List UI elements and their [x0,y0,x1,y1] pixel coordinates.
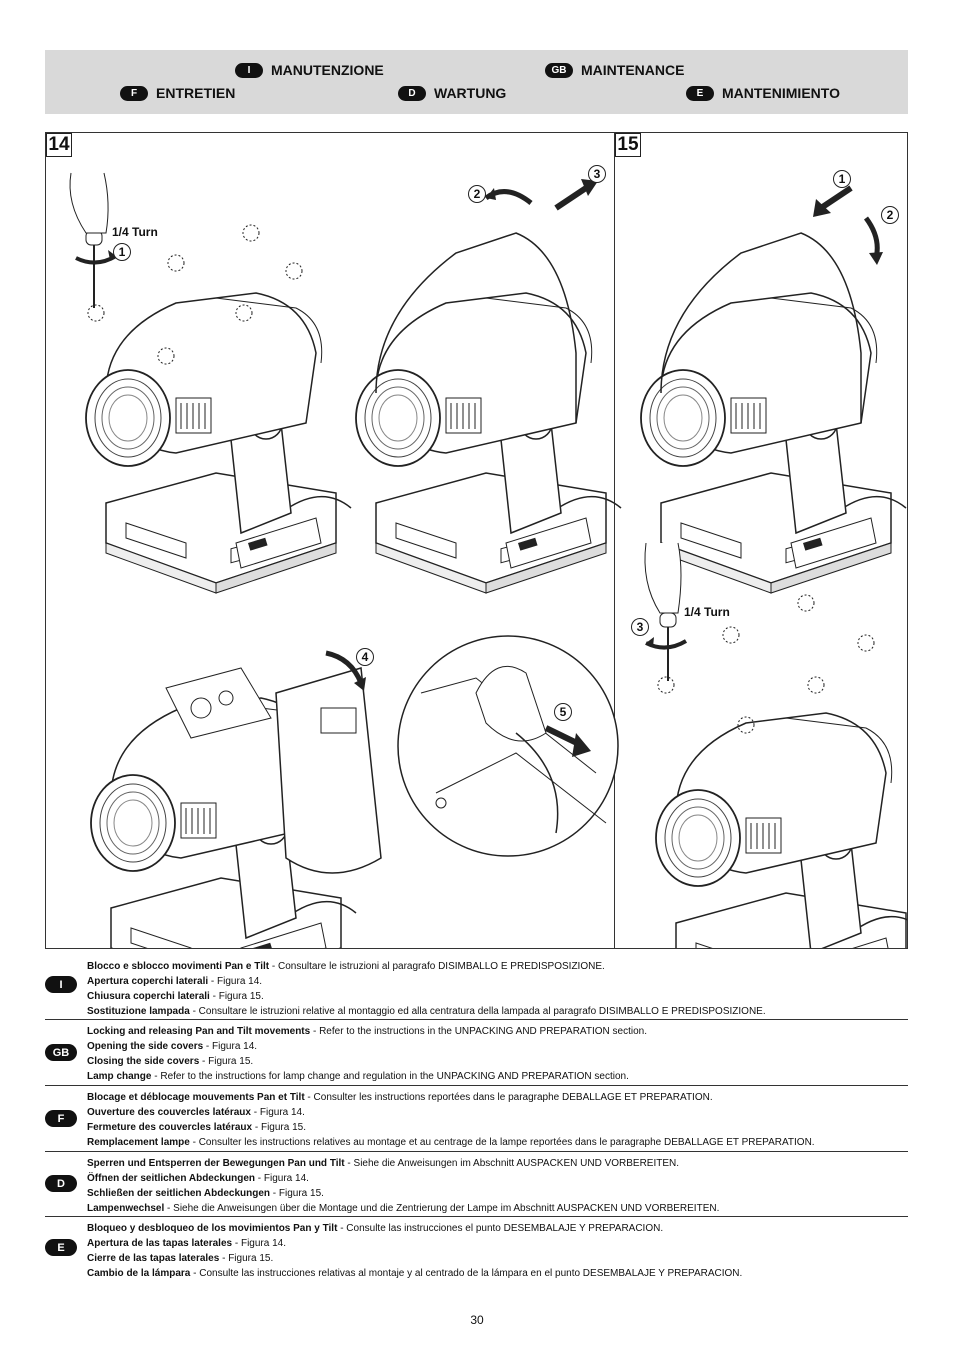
fig15-step-2: 2 [881,206,899,224]
section-lines-de: Sperren und Entsperren der Bewegungen Pa… [87,1156,719,1216]
section-line: Remplacement lampe - Consulter les instr… [87,1137,815,1148]
section-fr: F Blocage et déblocage mouvements Pan et… [45,1086,908,1152]
section-line: Blocage et déblocage mouvements Pan et T… [87,1092,713,1103]
fig14-step-4: 4 [356,648,374,666]
header-item-it: I MANUTENZIONE [235,62,384,78]
section-line: Blocco e sblocco movimenti Pan e Tilt - … [87,961,605,972]
lang-badge-gb: GB [545,62,573,78]
maintenance-illustrations [69,172,907,948]
header-item-de: D WARTUNG [398,85,506,101]
language-header-bar: I MANUTENZIONE GB MAINTENANCE F ENTRETIE… [45,50,908,114]
header-item-fr: F ENTRETIEN [120,85,235,101]
section-lines-gb: Locking and releasing Pan and Tilt movem… [87,1024,647,1084]
section-lines-it: Blocco e sblocco movimenti Pan e Tilt - … [87,959,766,1019]
section-it: I Blocco e sblocco movimenti Pan e Tilt … [45,955,908,1020]
section-lines-fr: Blocage et déblocage mouvements Pan et T… [87,1090,815,1150]
section-line: Apertura coperchi laterali - Figura 14. [87,976,263,987]
header-label-es: MANTENIMIENTO [722,85,840,101]
fig14-step-3: 3 [588,165,606,183]
section-badge-gb: GB [45,1044,77,1061]
section-line: Closing the side covers - Figura 15. [87,1056,254,1067]
section-de: D Sperren und Entsperren der Bewegungen … [45,1152,908,1217]
section-line: Sperren und Entsperren der Bewegungen Pa… [87,1158,680,1169]
section-line: Sostituzione lampada - Consultare le ist… [87,1006,766,1017]
fig15-turn-label: 1/4 Turn [684,605,730,619]
section-es: E Bloqueo y desbloqueo de los movimiento… [45,1217,908,1283]
section-line: Ouverture des couvercles latéraux - Figu… [87,1107,305,1118]
detail-magnifier [397,635,619,857]
section-line: Öffnen der seitlichen Abdeckungen - Figu… [87,1173,309,1184]
header-label-fr: ENTRETIEN [156,85,236,101]
header-label-de: WARTUNG [434,85,507,101]
header-label-gb: MAINTENANCE [581,62,685,78]
section-gb: GB Locking and releasing Pan and Tilt mo… [45,1020,908,1086]
page-number: 30 [470,1313,484,1327]
fig15-step-1: 1 [833,170,851,188]
section-line: Locking and releasing Pan and Tilt movem… [87,1026,647,1037]
lang-badge-d: D [398,85,426,101]
lang-badge-f: F [120,85,148,101]
section-badge-d: D [45,1175,77,1192]
section-lines-es: Bloqueo y desbloqueo de los movimientos … [87,1221,742,1281]
section-line: Chiusura coperchi laterali - Figura 15. [87,991,264,1002]
fig14-step-2: 2 [468,185,486,203]
figure-15-number: 15 [615,133,641,157]
header-item-gb: GB MAINTENANCE [545,62,684,78]
section-badge-e: E [45,1239,77,1256]
section-line: Apertura de las tapas laterales - Figura… [87,1238,286,1249]
header-item-es: E MANTENIMIENTO [686,85,840,101]
section-line: Fermeture des couvercles latéraux - Figu… [87,1122,307,1133]
fig14-step-1: 1 [113,243,131,261]
fig14-step-5: 5 [554,703,572,721]
section-line: Bloqueo y desbloqueo de los movimientos … [87,1223,664,1234]
fig14-turn-label: 1/4 Turn [112,225,158,239]
fig15-step-3: 3 [631,618,649,636]
section-line: Cierre de las tapas laterales - Figura 1… [87,1253,274,1264]
figure-divider [614,133,615,948]
figure-14-number: 14 [46,133,72,157]
figure-frame: 14 15 1/4 Turn 1 2 3 4 5 1 2 1/4 Turn 3 [45,132,908,949]
section-line: Opening the side covers - Figura 14. [87,1041,258,1052]
section-line: Cambio de la lámpara - Consulte las inst… [87,1268,743,1279]
lang-badge-e: E [686,85,714,101]
section-line: Lampenwechsel - Siehe die Anweisungen üb… [87,1203,720,1214]
section-line: Lamp change - Refer to the instructions … [87,1071,629,1082]
section-line: Schließen der seitlichen Abdeckungen - F… [87,1188,324,1199]
section-badge-f: F [45,1110,77,1127]
lang-badge-i: I [235,62,263,78]
header-label-it: MANUTENZIONE [271,62,384,78]
section-badge-it: I [45,976,77,993]
